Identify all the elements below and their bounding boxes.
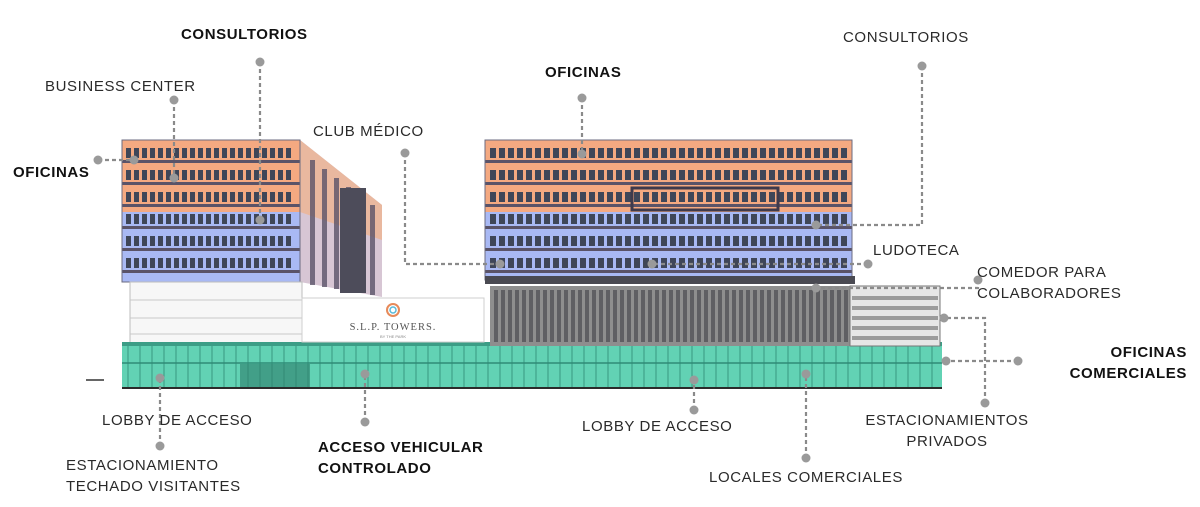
leader-oficinas-comerciales-dot (1013, 356, 1023, 366)
parking-structure (490, 285, 941, 347)
leader-estacionamientos-privados (944, 316, 987, 403)
club-medico-frame (630, 186, 780, 212)
leader-ludoteca-end-dot (647, 259, 657, 269)
leader-club-medico (403, 153, 500, 266)
leader-oficinas-left-dot (93, 155, 103, 165)
leader-oficinas-top-end-dot (577, 149, 587, 159)
label-acceso-vehicular: ACCESO VEHICULAR CONTROLADO (318, 439, 484, 477)
leader-oficinas-comerciales-end-dot (941, 356, 951, 366)
brand-name: S.L.P. TOWERS. (350, 322, 437, 333)
label-business-center: BUSINESS CENTER (45, 78, 196, 95)
label-comedor: COMEDOR PARA COLABORADORES (977, 264, 1122, 302)
leader-consultorios-right-end-dot (811, 220, 821, 230)
label-oficinas-top: OFICINAS (545, 64, 622, 81)
leader-oficinas-top-dot (577, 93, 587, 103)
label-lobby-right: LOBBY DE ACCESO (582, 418, 733, 435)
leader-consultorios-right (816, 66, 924, 227)
label-consultorios-left: CONSULTORIOS (181, 26, 308, 43)
brand-logo-icon (386, 303, 400, 317)
leader-comedor-dot (973, 275, 983, 285)
leader-club-medico-dot (400, 148, 410, 158)
podium (86, 342, 942, 389)
label-oficinas-comerciales: OFICINAS COMERCIALES (1069, 344, 1187, 382)
leader-lobby-left-dot (155, 441, 165, 451)
leader-comedor-end-dot (811, 283, 821, 293)
right-tower (484, 139, 855, 284)
leader-acceso-vehicular-dot (360, 417, 370, 427)
leader-business-center-end-dot (169, 173, 179, 183)
label-ludoteca: LUDOTECA (873, 242, 960, 259)
leader-business-center-dot (169, 95, 179, 105)
label-consultorios-right: CONSULTORIOS (843, 29, 969, 46)
left-tower-lobby-levels (129, 281, 303, 345)
leader-ludoteca-dot (863, 259, 873, 269)
label-lobby-left: LOBBY DE ACCESO (102, 412, 253, 429)
leader-lobby-left-end-dot (155, 373, 165, 383)
label-estacionamientos-privados: ESTACIONAMIENTOS PRIVADOS (865, 412, 1029, 450)
leader-consultorios-right-dot (917, 61, 927, 71)
leader-lines (93, 57, 1023, 463)
label-estacionamiento-techado: ESTACIONAMIENTO TECHADO VISITANTES (66, 457, 241, 495)
leader-locales-comerciales-dot (801, 453, 811, 463)
brand-tagline: BY THE PARK (380, 334, 406, 339)
left-tower (121, 139, 382, 345)
label-oficinas-left: OFICINAS (13, 164, 90, 181)
leader-club-medico-end-dot (495, 259, 505, 269)
leader-estacionamientos-privados-dot (980, 398, 990, 408)
leader-lobby-right-dot (689, 405, 699, 415)
leader-estacionamientos-privados-end-dot (939, 313, 949, 323)
leader-consultorios-left-dot (255, 57, 265, 67)
leader-consultorios-left-end-dot (255, 215, 265, 225)
leader-acceso-vehicular-end-dot (360, 369, 370, 379)
leader-lobby-right-end-dot (689, 375, 699, 385)
label-club-medico: CLUB MÉDICO (313, 123, 424, 140)
leader-oficinas-left-end-dot (129, 155, 139, 165)
label-locales-comerciales: LOCALES COMERCIALES (709, 469, 903, 486)
vehicle-access-opening (240, 364, 310, 388)
leader-locales-comerciales-end-dot (801, 369, 811, 379)
brand-sign: S.L.P. TOWERS. BY THE PARK (301, 297, 485, 343)
